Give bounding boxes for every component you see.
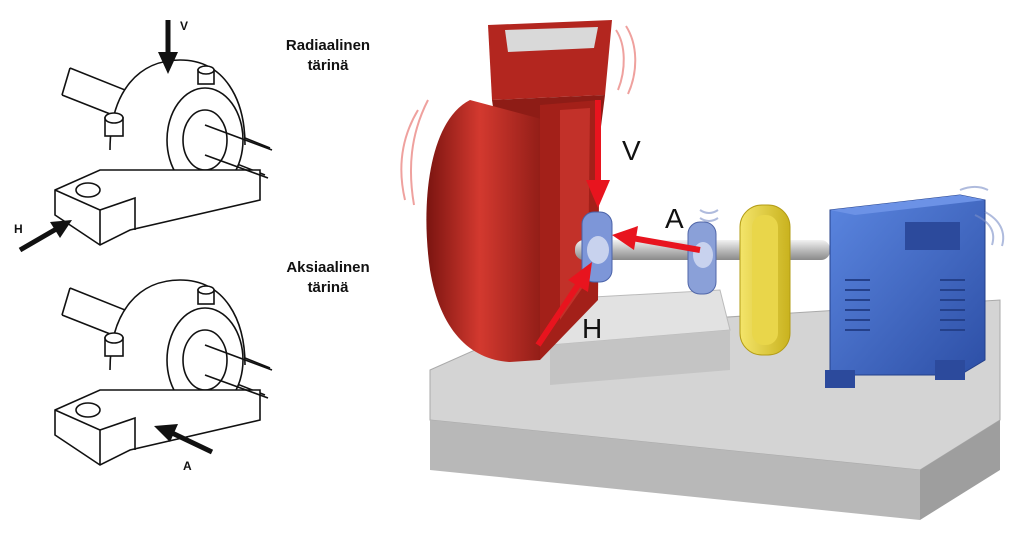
fan-housing xyxy=(426,20,612,362)
label-a-left: A xyxy=(183,459,192,473)
arrow-axial-machine xyxy=(612,226,701,253)
vibration-lines-fan xyxy=(400,25,637,206)
label-h-left: H xyxy=(14,222,23,236)
caption-axial-vibration: Aksiaalinen tärinä xyxy=(268,258,388,298)
caption-axial-line-2: tärinä xyxy=(307,279,349,296)
caption-radial-line-2: tärinä xyxy=(307,57,349,74)
bearing-radial-drawing xyxy=(54,59,273,246)
label-v-left: V xyxy=(180,19,188,33)
arrow-horizontal-machine xyxy=(535,262,592,347)
caption-axial-line-1: Aksiaalinen xyxy=(286,259,370,276)
caption-radial-vibration: Radiaalinen tärinä xyxy=(268,36,388,76)
bearing-2 xyxy=(687,221,717,295)
arrow-vertical-left xyxy=(158,20,178,74)
caption-radial-line-1: Radiaalinen xyxy=(285,37,371,54)
motor xyxy=(825,194,986,388)
vibration-lines-motor xyxy=(959,186,1005,247)
arrow-axial-left xyxy=(154,424,214,455)
arrow-vertical-machine xyxy=(586,100,610,208)
label-a-machine: A xyxy=(665,203,684,234)
label-v-machine: V xyxy=(622,135,641,166)
arrow-horizontal-left xyxy=(18,220,72,253)
coupling xyxy=(739,204,791,356)
label-h-machine: H xyxy=(582,313,602,344)
vibration-lines-bearing xyxy=(699,209,719,222)
bearing-axial-drawing xyxy=(54,279,273,466)
